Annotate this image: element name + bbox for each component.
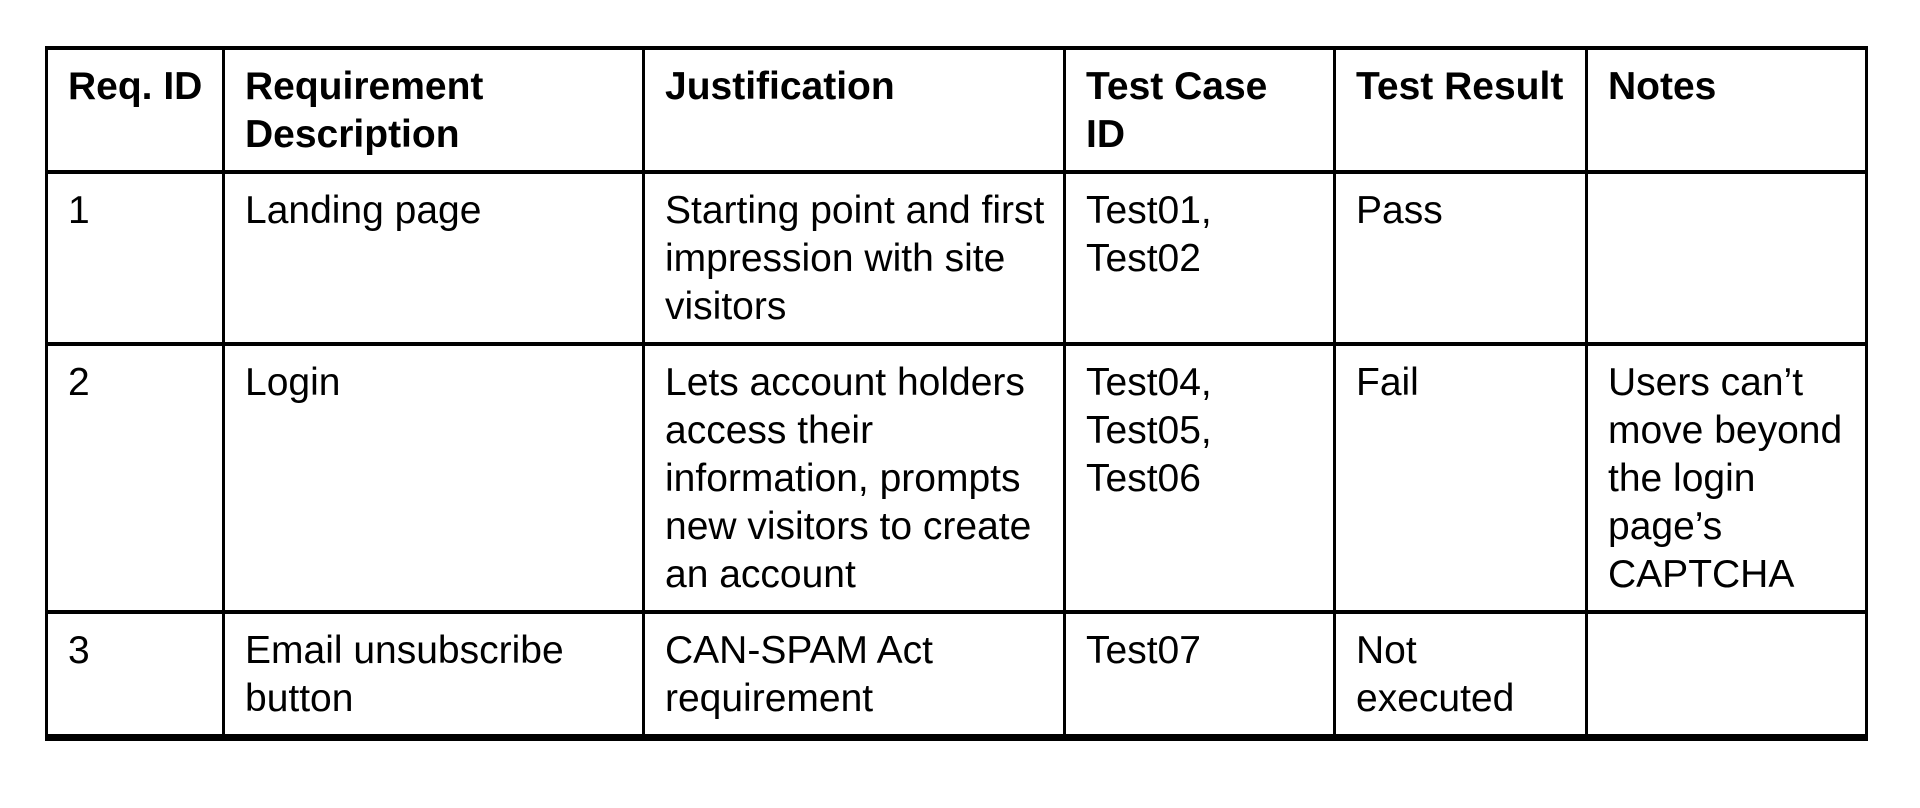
cell-requirement-description: Landing page bbox=[222, 170, 645, 346]
cell-test-result: Fail bbox=[1333, 342, 1588, 614]
cell-notes bbox=[1585, 170, 1868, 346]
cell-notes bbox=[1585, 610, 1868, 740]
cell-justification: Starting point and first impression with… bbox=[642, 170, 1066, 346]
cell-req-id: 3 bbox=[45, 610, 225, 740]
cell-justification: Lets account holders access their inform… bbox=[642, 342, 1066, 614]
cell-req-id: 2 bbox=[45, 342, 225, 614]
table-row: 1 Landing page Starting point and first … bbox=[45, 170, 1868, 346]
cell-requirement-description: Email unsubscribe button bbox=[222, 610, 645, 740]
cell-test-case-id: Test01, Test02 bbox=[1063, 170, 1336, 346]
header-row: Req. ID Requirement Description Justific… bbox=[45, 46, 1868, 174]
requirements-traceability-table: Req. ID Requirement Description Justific… bbox=[45, 46, 1868, 741]
table-row: 3 Email unsubscribe button CAN-SPAM Act … bbox=[45, 610, 1868, 740]
cell-requirement-description: Login bbox=[222, 342, 645, 614]
header-req-id: Req. ID bbox=[45, 46, 225, 174]
table-header-row: Req. ID Requirement Description Justific… bbox=[45, 46, 1868, 174]
header-requirement-description: Requirement Description bbox=[222, 46, 645, 174]
header-justification: Justification bbox=[642, 46, 1066, 174]
cell-justification: CAN-SPAM Act requirement bbox=[642, 610, 1066, 740]
cell-test-result: Pass bbox=[1333, 170, 1588, 346]
header-test-result: Test Result bbox=[1333, 46, 1588, 174]
cell-notes: Users can’t move beyond the login page’s… bbox=[1585, 342, 1868, 614]
cell-test-case-id: Test04, Test05, Test06 bbox=[1063, 342, 1336, 614]
header-notes: Notes bbox=[1585, 46, 1868, 174]
table-row: 2 Login Lets account holders access thei… bbox=[45, 342, 1868, 614]
cell-test-result: Not executed bbox=[1333, 610, 1588, 740]
cell-req-id: 1 bbox=[45, 170, 225, 346]
header-test-case-id: Test Case ID bbox=[1063, 46, 1336, 174]
cell-test-case-id: Test07 bbox=[1063, 610, 1336, 740]
